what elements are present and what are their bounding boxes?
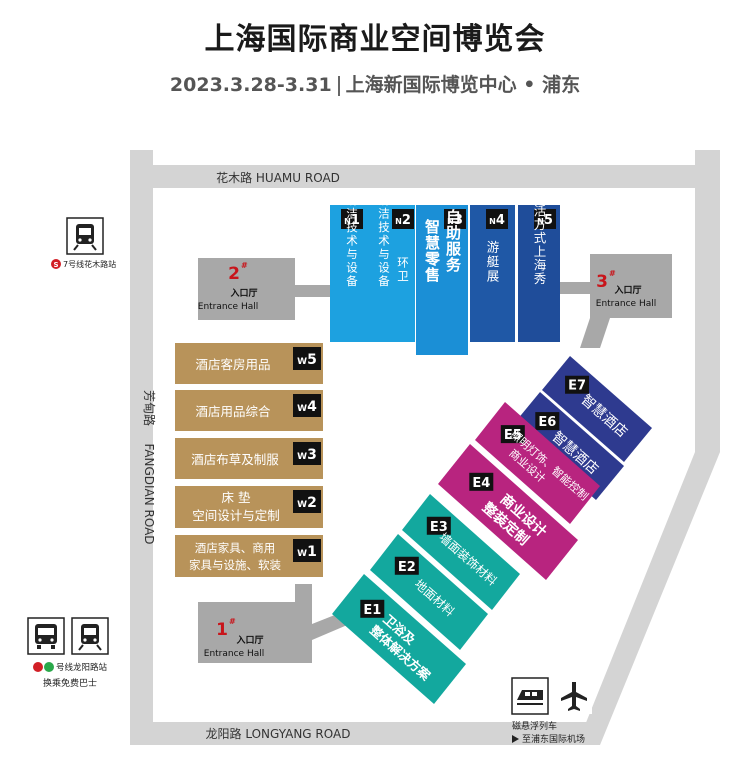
road-label-west: 芳甸路 FANGDIAN ROAD <box>142 390 157 545</box>
entrance-2-sup: # <box>241 261 248 270</box>
metro-line-icon <box>33 662 43 672</box>
transit-huamu: S 7号线花木路站 <box>51 217 116 269</box>
hall-n5-name: 生活方式上海秀 <box>532 191 547 286</box>
hall-e7-badge: E7 <box>568 379 586 394</box>
hall-n2-name: 清洁技术与设备 <box>377 194 391 289</box>
entrance-1-num: 1 <box>216 620 228 640</box>
bus-icon <box>27 617 65 655</box>
metro-icon <box>71 617 109 655</box>
metro-icon <box>66 217 104 255</box>
west-halls: W5 酒店客房用品 W4 酒店用品综合 W3 酒店布草及制服 W2 床 垫 空间… <box>175 343 323 577</box>
airplane-icon <box>556 678 592 714</box>
hall-n1: N1 清洁技术与设备 <box>330 194 373 342</box>
road-label-south: 龙阳路 LONGYANG ROAD <box>206 726 351 741</box>
hall-w4: W4 酒店用品综合 <box>175 390 323 431</box>
hall-e4-badge: E4 <box>472 476 490 491</box>
north-halls: N1 清洁技术与设备 N2 清洁技术与设备 环卫 N3 智慧零售 自助服务 N4… <box>330 191 560 355</box>
line-station-label: 号线龙阳路站 <box>56 662 108 673</box>
transit-maglev: 磁悬浮列车 至浦东国际机场 <box>511 677 592 745</box>
event-venue: 上海新国际博览中心 <box>345 74 517 96</box>
maglev-label: 磁悬浮列车 <box>512 720 557 732</box>
hall-w4-name: 酒店用品综合 <box>195 404 271 419</box>
entrance-2-en: Entrance Hall <box>198 302 258 312</box>
arrow-right-icon <box>512 735 519 743</box>
hall-w4-badge: W4 <box>297 399 317 415</box>
entrance-2-num: 2 <box>228 264 240 284</box>
hall-n5: N5 生活方式上海秀 <box>518 191 560 342</box>
hall-n4-name: 游艇展 <box>485 240 500 284</box>
event-date: 2023.3.28-3.31 <box>169 74 332 96</box>
hall-e1-badge: E1 <box>363 603 381 618</box>
entrance-3: 3 # 入口厅 Entrance Hall <box>560 254 672 348</box>
bus-transfer-label: 换乘免费巴士 <box>43 677 97 689</box>
entrance-1-cn: 入口厅 <box>235 635 263 646</box>
hall-w2: W2 床 垫 空间设计与定制 <box>175 486 323 528</box>
hall-w5: W5 酒店客房用品 <box>175 343 323 384</box>
hall-n3-name-2: 自助服务 <box>444 208 462 273</box>
metro-station-label: 7号线花木路站 <box>63 259 116 269</box>
metro-line-icon <box>51 259 61 269</box>
transit-longyang: 号线龙阳路站 换乘免费巴士 <box>27 617 109 689</box>
entrance-1-en: Entrance Hall <box>204 649 264 659</box>
road-label-west-cn: 芳甸路 <box>142 390 157 426</box>
hall-e5-badge: E5 <box>504 428 522 443</box>
metro-logo-glyph: S <box>53 261 58 269</box>
road-fangdian <box>130 150 153 745</box>
hall-w1: W1 酒店家具、商用 家具与设施、软装 <box>175 535 323 577</box>
hall-n1-badge: N1 <box>344 213 360 228</box>
hall-w2-name-2: 空间设计与定制 <box>192 508 280 523</box>
hall-e2-badge: E2 <box>398 560 416 575</box>
hall-w1-name-2: 家具与设施、软装 <box>189 558 281 572</box>
road-longyang <box>130 722 600 745</box>
entrance-1: 1 # 入口厅 Entrance Hall <box>198 584 366 663</box>
event-district: 浦东 <box>542 74 581 96</box>
metro-line-icon <box>44 662 54 672</box>
road-label-west-en: FANGDIAN ROAD <box>142 443 156 544</box>
maglev-icon <box>511 677 549 715</box>
hall-w3-name: 酒店布草及制服 <box>191 452 279 467</box>
road-label-north: 花木路 HUAMU ROAD <box>216 170 340 185</box>
road-east <box>577 150 720 745</box>
hall-n4-badge: N4 <box>489 213 505 228</box>
hall-n2-name-2: 环卫 <box>396 257 410 284</box>
hall-w3-badge: W3 <box>297 447 317 463</box>
roads <box>130 150 720 745</box>
road-huamu <box>130 165 720 188</box>
entrance-2: 2 # 入口厅 Entrance Hall <box>198 258 333 320</box>
entrance-3-cn: 入口厅 <box>613 285 641 296</box>
hall-e1: E1 卫浴及 整体解决方案 <box>332 574 466 704</box>
page-title: 上海国际商业空间博览会 <box>204 22 546 57</box>
hall-n4: N4 游艇展 <box>470 205 515 342</box>
hall-n1-name: 清洁技术与设备 <box>345 194 359 289</box>
entrance-3-num: 3 <box>596 272 608 292</box>
hall-n3-name: 智慧零售 <box>423 218 441 283</box>
hall-w5-name: 酒店客房用品 <box>195 357 270 372</box>
hall-w1-badge: W1 <box>297 544 317 560</box>
hall-e2: E2 地面材料 <box>370 534 488 650</box>
hall-w1-name: 酒店家具、商用 <box>195 541 276 555</box>
airport-label: 至浦东国际机场 <box>522 733 585 745</box>
entrance-1-sup: # <box>229 617 236 626</box>
hall-e3-badge: E3 <box>430 520 448 535</box>
entrance-3-sup: # <box>609 269 616 278</box>
hall-n2: N2 清洁技术与设备 环卫 <box>373 194 415 342</box>
hall-n3: N3 智慧零售 自助服务 <box>416 205 468 355</box>
hall-w2-badge: W2 <box>297 495 317 511</box>
hall-e6-badge: E6 <box>538 415 556 430</box>
hall-n2-badge: N2 <box>395 213 411 228</box>
hall-n3-badge: N3 <box>447 213 463 228</box>
entrance-2-cn: 入口厅 <box>229 288 257 299</box>
entrance-3-en: Entrance Hall <box>596 299 656 309</box>
hall-w5-badge: W5 <box>297 352 317 368</box>
divider <box>337 75 340 96</box>
hall-w3: W3 酒店布草及制服 <box>175 438 323 479</box>
east-halls: E7 智慧酒店 E6 智慧酒店 E5 照明灯饰、智能控制 商业设计 <box>332 356 652 704</box>
hall-w2-name: 床 垫 <box>222 490 251 505</box>
hall-n5-badge: N5 <box>537 213 553 228</box>
